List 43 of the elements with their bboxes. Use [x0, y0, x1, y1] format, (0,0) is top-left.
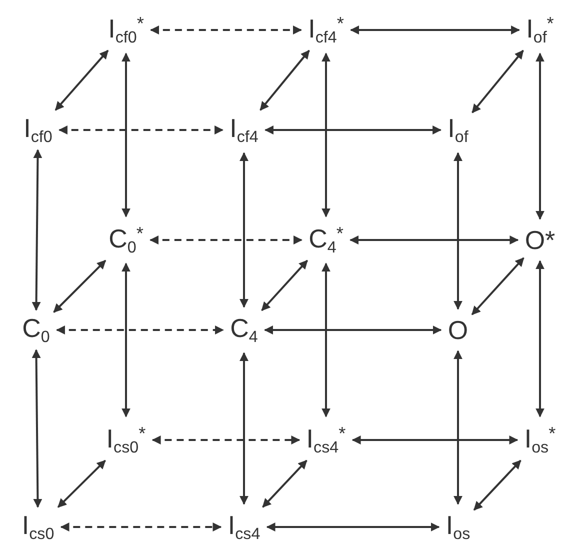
arrow [260, 50, 310, 111]
dashed-arrow [58, 126, 224, 134]
state-label: I$_{cf0}$ [22, 113, 54, 147]
arrow [350, 236, 519, 244]
arrow [350, 26, 520, 34]
arrow [472, 50, 524, 114]
state-label: O* [524, 225, 556, 255]
arrow [536, 52, 544, 220]
dashed-arrow [60, 522, 222, 532]
state-label: O [446, 315, 470, 345]
arrow [264, 126, 442, 134]
state-label: I$_{of}$ [446, 113, 470, 147]
arrow [261, 260, 308, 312]
arrow [122, 52, 130, 218]
arrow [32, 149, 42, 311]
state-label: I$_{cf4}$ [228, 113, 260, 147]
arrow [262, 460, 308, 508]
arrow [454, 152, 462, 310]
dashed-arrow [56, 326, 224, 334]
arrow [352, 436, 518, 444]
arrow [471, 257, 524, 316]
dashed-arrow [150, 236, 302, 244]
state-label: I$_{cs4}$ [226, 510, 262, 544]
arrow [536, 260, 544, 418]
arrow [322, 262, 330, 418]
arrow [32, 349, 42, 508]
arrow [53, 260, 106, 313]
state-label: I$_{cs0}$ [20, 510, 56, 544]
arrow [322, 52, 330, 218]
arrow [240, 352, 248, 505]
arrow [54, 50, 109, 111]
arrow [122, 262, 130, 418]
arrow [264, 326, 442, 334]
state-label: C$_{0}$ [21, 313, 51, 347]
arrow [57, 460, 106, 508]
arrow [454, 350, 462, 505]
state-label: C$_{4}$ [229, 313, 259, 347]
state-label: I$_{os}$ [444, 510, 472, 544]
arrow [240, 152, 248, 308]
arrow [266, 522, 440, 532]
dashed-arrow [150, 26, 302, 34]
dashed-arrow [152, 436, 300, 444]
arrow [473, 460, 522, 511]
